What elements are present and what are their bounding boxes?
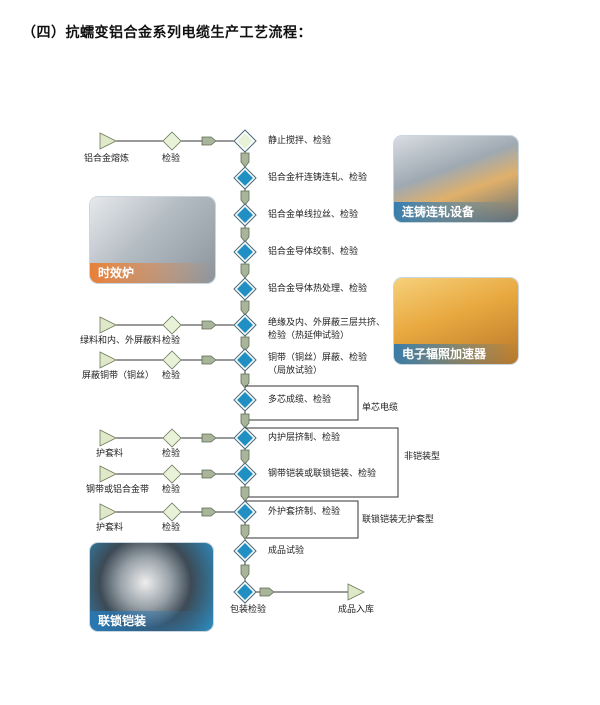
input-label-armor-tape: 钢带或铝合金带 [86,485,150,495]
step-diamond-10 [233,462,257,486]
step-label-13: 包装检验 [230,605,267,615]
photo-ebeam-caption: 电子辐照加速器 [394,344,518,364]
step-label-11: 外护套挤制、检验 [268,507,341,517]
inspect-diamond-2 [162,315,182,335]
down-arrow-10 [240,486,250,502]
output-triangle [347,583,365,601]
step-label-8: 多芯成缆、检验 [268,395,332,405]
input-triangle-2 [99,316,117,334]
inspect-diamond-4 [162,428,182,448]
input-label-insulation: 绿料和内、外屏蔽料 [80,336,162,346]
down-arrow-3 [240,227,250,243]
down-arrow-9 [240,449,250,465]
down-arrow-5 [240,300,250,316]
inspect-label-5: 检验 [162,485,181,495]
step-label-5: 铝合金导体热处理、检验 [268,284,368,294]
step-diamond-7 [233,348,257,372]
step-diamond-12 [233,539,257,563]
inspect-diamond-1 [162,131,182,151]
down-arrow-12 [240,564,250,580]
non-armored-bracket [245,427,399,498]
step-diamond-13 [233,580,257,604]
arrow-pentagon-2 [201,320,217,330]
inspect-label-3: 检验 [162,371,181,381]
input-triangle-6 [99,503,117,521]
input-triangle-1 [99,132,117,150]
input-triangle-4 [99,429,117,447]
step-label-4: 铝合金导体绞制、检验 [268,247,359,257]
step-label-14: 成品入库 [338,605,375,615]
interlock-no-sheath-bracket [245,500,359,539]
inspect-label-1: 检验 [162,154,181,164]
inspect-diamond-5 [162,464,182,484]
inspect-label-6: 检验 [162,523,181,533]
arrow-pentagon-4 [201,433,217,443]
input-triangle-3 [99,351,117,369]
single-core-bracket [245,385,359,421]
inspect-diamond-3 [162,350,182,370]
photo-ebeam: 电子辐照加速器 [394,278,518,364]
input-label-shield-tape: 屏蔽铜带（铜丝） [82,371,155,381]
step-diamond-6 [233,313,257,337]
photo-caster: 连铸连轧设备 [394,136,518,222]
step-label-12: 成品试验 [268,546,305,556]
step-label-7a: 铜带（铜丝）屏蔽、检验 [268,353,368,363]
step-diamond-8 [233,388,257,412]
photo-interlock-caption: 联锁铠装 [90,611,213,631]
inspect-diamond-6 [162,502,182,522]
step-label-2: 铝合金杆连铸连轧、检验 [268,173,368,183]
down-arrow-8 [240,413,250,429]
down-arrow-2 [240,190,250,206]
step-diamond-1 [233,129,257,153]
down-arrow-1 [240,152,250,168]
photo-caster-caption: 连铸连轧设备 [394,202,518,222]
step-label-10: 钢带铠装或联锁铠装、检验 [268,469,377,479]
input-label-sheath-outer: 护套料 [96,523,124,533]
inspect-label-2: 检验 [162,336,181,346]
step-diamond-2 [233,166,257,190]
step-label-6b: 检验（热延伸试验） [268,331,350,341]
page-title: （四）抗蠕变铝合金系列电缆生产工艺流程： [22,25,312,41]
step-label-9: 内护层挤制、检验 [268,433,341,443]
step-label-7b: （局放试验） [268,366,323,376]
step-diamond-4 [233,240,257,264]
step-diamond-9 [233,426,257,450]
arrow-pentagon-3 [201,355,217,365]
inspect-label-4: 检验 [162,449,181,459]
photo-interlock: 联锁铠装 [90,543,213,631]
step-diamond-5 [233,277,257,301]
step-label-6a: 绝缘及内、外屏蔽三层共挤、 [268,318,386,328]
down-arrow-11 [240,524,250,540]
input-label-alloy-smelting: 铝合金熔炼 [84,154,130,164]
down-arrow-4 [240,263,250,279]
bracket-label-non-armored: 非铠装型 [404,452,441,462]
arrow-pentagon-6 [201,507,217,517]
arrow-pentagon-1 [201,136,217,146]
step-label-3: 铝合金单线拉丝、检验 [268,210,359,220]
step-diamond-3 [233,203,257,227]
photo-aging-furnace: 时效炉 [90,197,215,283]
arrow-pentagon-5 [201,469,217,479]
step-label-1: 静止搅拌、检验 [268,136,332,146]
arrow-pentagon-final [259,587,275,597]
photo-aging-furnace-caption: 时效炉 [90,263,215,283]
input-label-sheath-inner: 护套料 [96,449,124,459]
step-diamond-11 [233,500,257,524]
bracket-label-single-core: 单芯电缆 [362,403,399,413]
bracket-label-interlock: 联锁铠装无护套型 [362,515,435,525]
input-triangle-5 [99,465,117,483]
